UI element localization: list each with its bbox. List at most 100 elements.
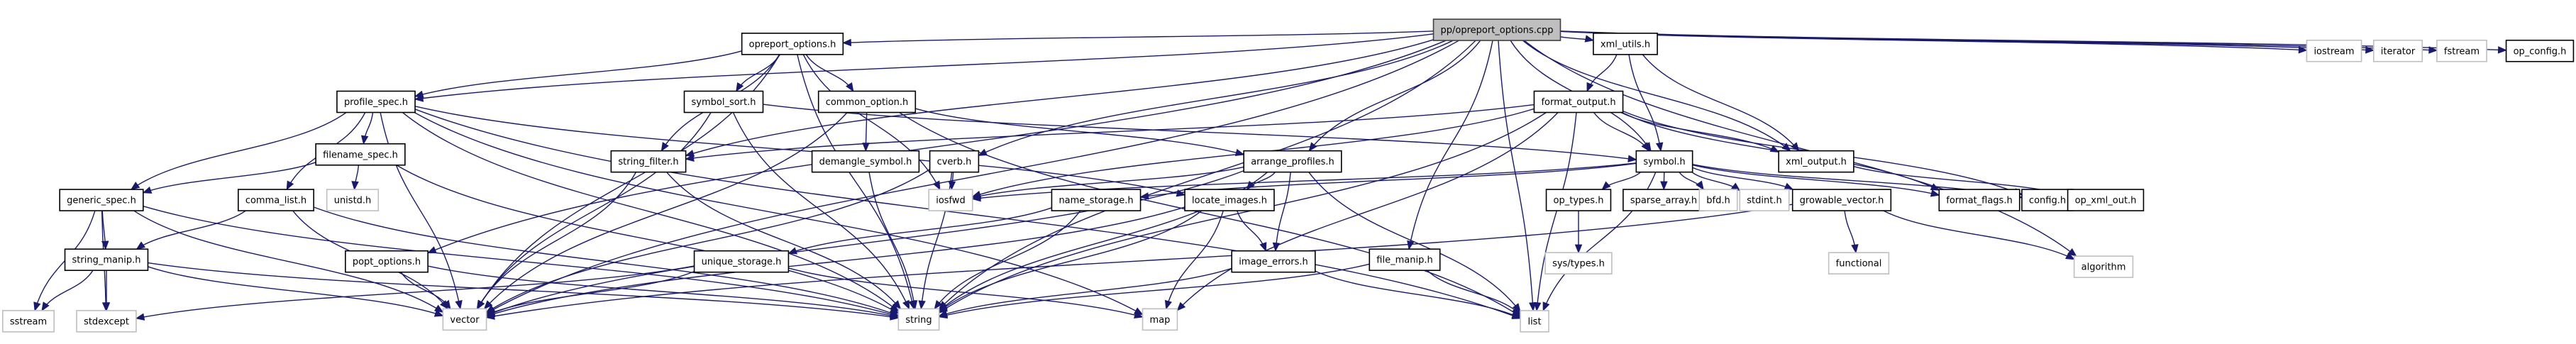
graph-node-file-manip-h[interactable]: file_manip.h — [1369, 248, 1441, 272]
edge-profile-spec-h-to-locate-images-h — [414, 106, 1185, 196]
node-box — [1184, 189, 1275, 211]
graph-node-comma-list-h[interactable]: comma_list.h — [238, 189, 314, 211]
arrowhead-icon — [910, 300, 918, 310]
arrowhead-icon — [33, 301, 41, 312]
edge-format-output-h-to-string-filter-h — [685, 104, 1535, 160]
graph-node-filename-spec-h[interactable]: filename_spec.h — [315, 143, 406, 166]
graph-node-image-errors-h[interactable]: image_errors.h — [1231, 250, 1316, 273]
graph-node-symbol-sort-h[interactable]: symbol_sort.h — [683, 90, 764, 113]
graph-node-string-manip-h[interactable]: string_manip.h — [64, 248, 149, 272]
graph-node-generic-spec-h[interactable]: generic_spec.h — [59, 189, 144, 211]
node-label: op_config.h — [2514, 46, 2567, 57]
arrowhead-icon — [455, 300, 463, 310]
edge-symbol-sort-h-to-string — [732, 112, 910, 309]
graph-node-demangle-symbol-h[interactable]: demangle_symbol.h — [811, 150, 920, 173]
node-box — [345, 250, 429, 273]
arrowhead-icon — [971, 194, 981, 202]
graph-node-op-types-h[interactable]: op_types.h — [1545, 189, 1612, 211]
edge-cverb-h-to-vector — [486, 169, 930, 314]
node-label: unique_storage.h — [702, 257, 782, 267]
edge-file-manip-h-to-string — [939, 263, 1370, 318]
arrowhead-icon — [1586, 82, 1594, 92]
arrowhead-icon — [1272, 242, 1281, 253]
node-box — [326, 189, 380, 211]
graph-node-vector: vector — [442, 308, 487, 331]
graph-node-op-xml-out-h[interactable]: op_xml_out.h — [2067, 189, 2145, 211]
edge-string-filter-h-to-vector — [476, 172, 637, 309]
node-box — [1051, 189, 1141, 211]
node-box — [1635, 150, 1693, 173]
node-box — [1739, 189, 1790, 211]
arrowhead-icon — [1407, 240, 1415, 250]
graph-node-fstream: fstream — [2436, 39, 2487, 62]
graph-node-xml-utils-h[interactable]: xml_utils.h — [1593, 33, 1658, 55]
node-box — [2067, 189, 2145, 211]
arrowhead-icon — [902, 299, 910, 310]
node-box — [929, 150, 980, 173]
edge-arrange-profiles-h-to-vector — [486, 170, 1244, 316]
graph-node-iterator: iterator — [2372, 39, 2423, 62]
graph-node-growable-vector-h[interactable]: growable_vector.h — [1791, 189, 1892, 211]
node-box — [1778, 150, 1854, 173]
graph-node-unique-storage-h[interactable]: unique_storage.h — [693, 250, 790, 273]
edge-opreport-options-h-to-common-option-h — [805, 54, 854, 91]
arrowhead-icon — [2298, 45, 2308, 54]
graph-node-name-storage-h[interactable]: name_storage.h — [1051, 189, 1141, 211]
edge-common-option-h-to-arrange-profiles-h — [915, 108, 1244, 155]
node-label: generic_spec.h — [67, 196, 136, 206]
node-box — [1520, 310, 1549, 333]
edge-unique-storage-h-to-map — [788, 267, 1143, 318]
arrowhead-icon — [1660, 181, 1668, 191]
edge-profile-spec-h-to-generic-spec-h — [131, 111, 347, 190]
arrowhead-icon — [433, 309, 444, 317]
arrowhead-icon — [286, 180, 294, 191]
graph-node-root[interactable]: pp/opreport_options.cpp — [1432, 18, 1561, 41]
edge-growable-vector-h-to-algorithm — [1883, 210, 2074, 260]
node-box — [817, 90, 917, 113]
graph-node-common-option-h[interactable]: common_option.h — [817, 90, 917, 113]
arrowhead-icon — [414, 90, 424, 98]
arrowhead-icon — [1930, 189, 1940, 197]
edge-name-storage-h-to-string — [934, 210, 1081, 309]
arrowhead-icon — [1601, 181, 1611, 190]
node-box — [1828, 252, 1890, 274]
graph-node-functional: functional — [1828, 252, 1890, 274]
arrowhead-icon — [685, 150, 695, 157]
arrowhead-icon — [846, 82, 854, 92]
arrowhead-icon — [1134, 311, 1144, 318]
arrowhead-icon — [938, 311, 949, 319]
graph-node-popt-options-h[interactable]: popt_options.h — [345, 250, 429, 273]
arrowhead-icon — [142, 186, 153, 194]
node-box — [1698, 189, 1738, 211]
node-label: opreport_options.h — [749, 39, 836, 50]
node-box — [1938, 189, 2021, 211]
edge-format-output-h-to-list — [1536, 112, 1577, 311]
graph-node-config-h[interactable]: config.h — [2021, 189, 2074, 211]
node-label: config.h — [2029, 196, 2066, 206]
graph-node-sparse-array-h[interactable]: sparse_array.h — [1623, 189, 1705, 211]
node-label: sys/types.h — [1552, 259, 1605, 270]
graph-node-symbol-h[interactable]: symbol.h — [1635, 150, 1693, 173]
node-box — [693, 250, 790, 273]
edge-name-storage-h-to-unique-storage-h — [788, 207, 1052, 254]
graph-node-arrange-profiles-h[interactable]: arrange_profiles.h — [1243, 150, 1342, 173]
graph-node-op-config-h[interactable]: op_config.h — [2505, 39, 2575, 62]
graph-node-string-filter-h[interactable]: string_filter.h — [610, 150, 687, 173]
graph-node-xml-output-h[interactable]: xml_output.h — [1778, 150, 1854, 173]
graph-node-format-output-h[interactable]: format_output.h — [1533, 90, 1624, 113]
graph-node-unistd-h: unistd.h — [326, 189, 380, 211]
graph-node-format-flags-h[interactable]: format_flags.h — [1938, 189, 2021, 211]
arrowhead-icon — [1584, 35, 1595, 43]
graph-node-profile-spec-h[interactable]: profile_spec.h — [336, 90, 416, 113]
edge-symbol-h-to-growable-vector-h — [1692, 167, 1793, 190]
arrowhead-icon — [443, 299, 451, 310]
arrowhead-icon — [102, 302, 111, 312]
graph-node-locate-images-h[interactable]: locate_images.h — [1184, 189, 1275, 211]
graph-node-opreport-options-h[interactable]: opreport_options.h — [741, 33, 844, 55]
node-label: popt_options.h — [353, 257, 421, 267]
nodes-layer: pp/opreport_options.cpp opreport_options.… — [2, 18, 2575, 333]
node-box — [1791, 189, 1892, 211]
graph-node-cverb-h[interactable]: cverb.h — [929, 150, 980, 173]
node-box — [2073, 255, 2134, 278]
